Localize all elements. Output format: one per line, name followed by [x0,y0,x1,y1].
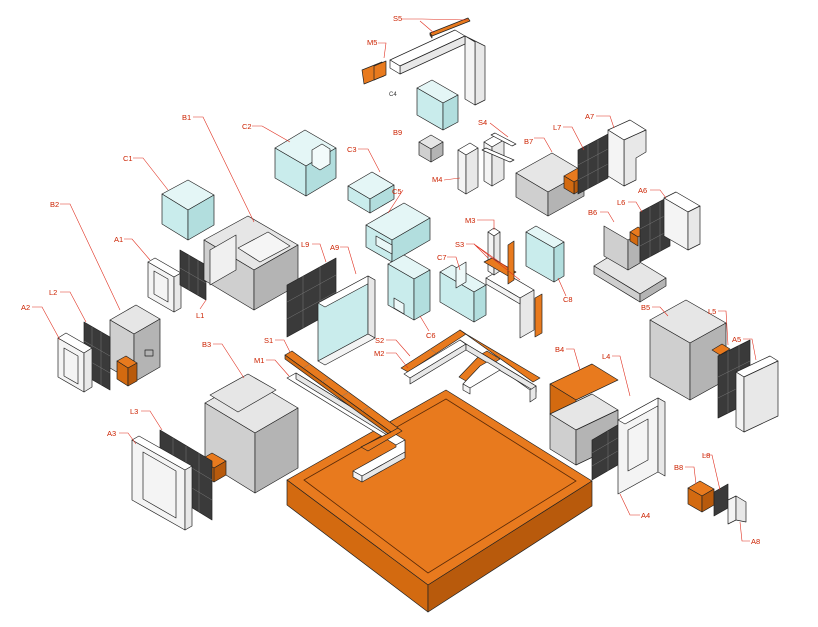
strip-s4 [481,132,517,163]
label-b2: B2 [50,200,59,209]
label-c8: C8 [563,295,573,304]
strip-s1 [284,350,403,452]
label-c3: C3 [347,145,357,154]
label-a5: A5 [732,335,741,344]
label-l9: L9 [301,240,309,249]
label-l4: L4 [602,352,610,361]
base-slab [286,389,593,613]
beam-m2 [403,339,537,403]
label-c5: C5 [392,187,402,196]
label-a8: A8 [751,537,760,546]
label-a9: A9 [330,243,339,252]
glass-c5 [365,202,431,263]
label-s1: S1 [264,336,273,345]
panel-l6 [639,195,671,263]
block-b1 [203,215,299,311]
label-l2: L2 [49,288,57,297]
label-b4: B4 [555,345,564,354]
glass-c1 [161,179,215,241]
frame-a6 [663,191,701,251]
strip-s5 [361,17,471,85]
block-b5 [649,299,731,401]
frame-a1 [147,257,182,313]
label-b5: B5 [641,303,650,312]
label-l3: L3 [130,407,138,416]
label-l5: L5 [708,307,716,316]
leader-lines [32,18,757,542]
glass-c2 [274,129,337,197]
glass-c6 [387,254,431,321]
label-a4: A4 [641,511,650,520]
label-l7: L7 [553,123,561,132]
label-l6: L6 [617,198,625,207]
label-c6: C6 [426,331,436,340]
labels: S5 M5 C4 B9 S4 M4 B7 L7 A7 B1 C2 C1 C3 C… [21,14,760,546]
label-c1: C1 [123,154,133,163]
label-m4: M4 [432,175,442,184]
block-b7 [515,152,589,217]
panel-l1 [179,249,207,301]
frame-a2 [57,332,93,393]
frame-a9 [317,275,376,366]
frame-a7 [607,119,647,187]
label-m1: M1 [254,356,264,365]
beam-m4 [457,134,505,195]
label-b6: B6 [588,208,597,217]
label-c2: C2 [242,122,252,131]
label-s4: S4 [478,118,487,127]
block-b3 [199,373,299,494]
glass-c3 [347,171,395,214]
label-l1: L1 [196,311,204,320]
label-l8: L8 [702,451,710,460]
label-a7: A7 [585,112,594,121]
label-m2: M2 [374,349,384,358]
glass-c8 [525,225,565,283]
label-s5: S5 [393,14,402,23]
label-a1: A1 [114,235,123,244]
frame-a5 [735,355,779,433]
label-b7: B7 [524,137,533,146]
panel-l8 [713,483,729,517]
panel-l7 [577,133,609,195]
label-m3: M3 [465,216,475,225]
glass-c4 [416,79,459,131]
label-a3: A3 [107,429,116,438]
cube-b9 [418,134,444,163]
beam-m5 [389,29,486,106]
label-c7: C7 [437,253,447,262]
label-b3: B3 [202,340,211,349]
label-b1: B1 [182,113,191,122]
label-s2: S2 [375,336,384,345]
label-a6: A6 [638,186,647,195]
beam-m1 [286,372,406,483]
strip-s3 [483,240,543,338]
frame-a3 [131,435,193,531]
frame-a4 [617,397,666,495]
label-m5: M5 [367,38,377,47]
glass-c7 [439,261,487,323]
block-b8 [687,480,715,513]
label-a2: A2 [21,303,30,312]
label-s3: S3 [455,240,464,249]
block-b4 [549,363,619,466]
label-b9: B9 [393,128,402,137]
block-b2 [109,304,161,387]
label-b8: B8 [674,463,683,472]
frame-a8 [727,495,747,525]
label-c4: C4 [389,92,397,98]
